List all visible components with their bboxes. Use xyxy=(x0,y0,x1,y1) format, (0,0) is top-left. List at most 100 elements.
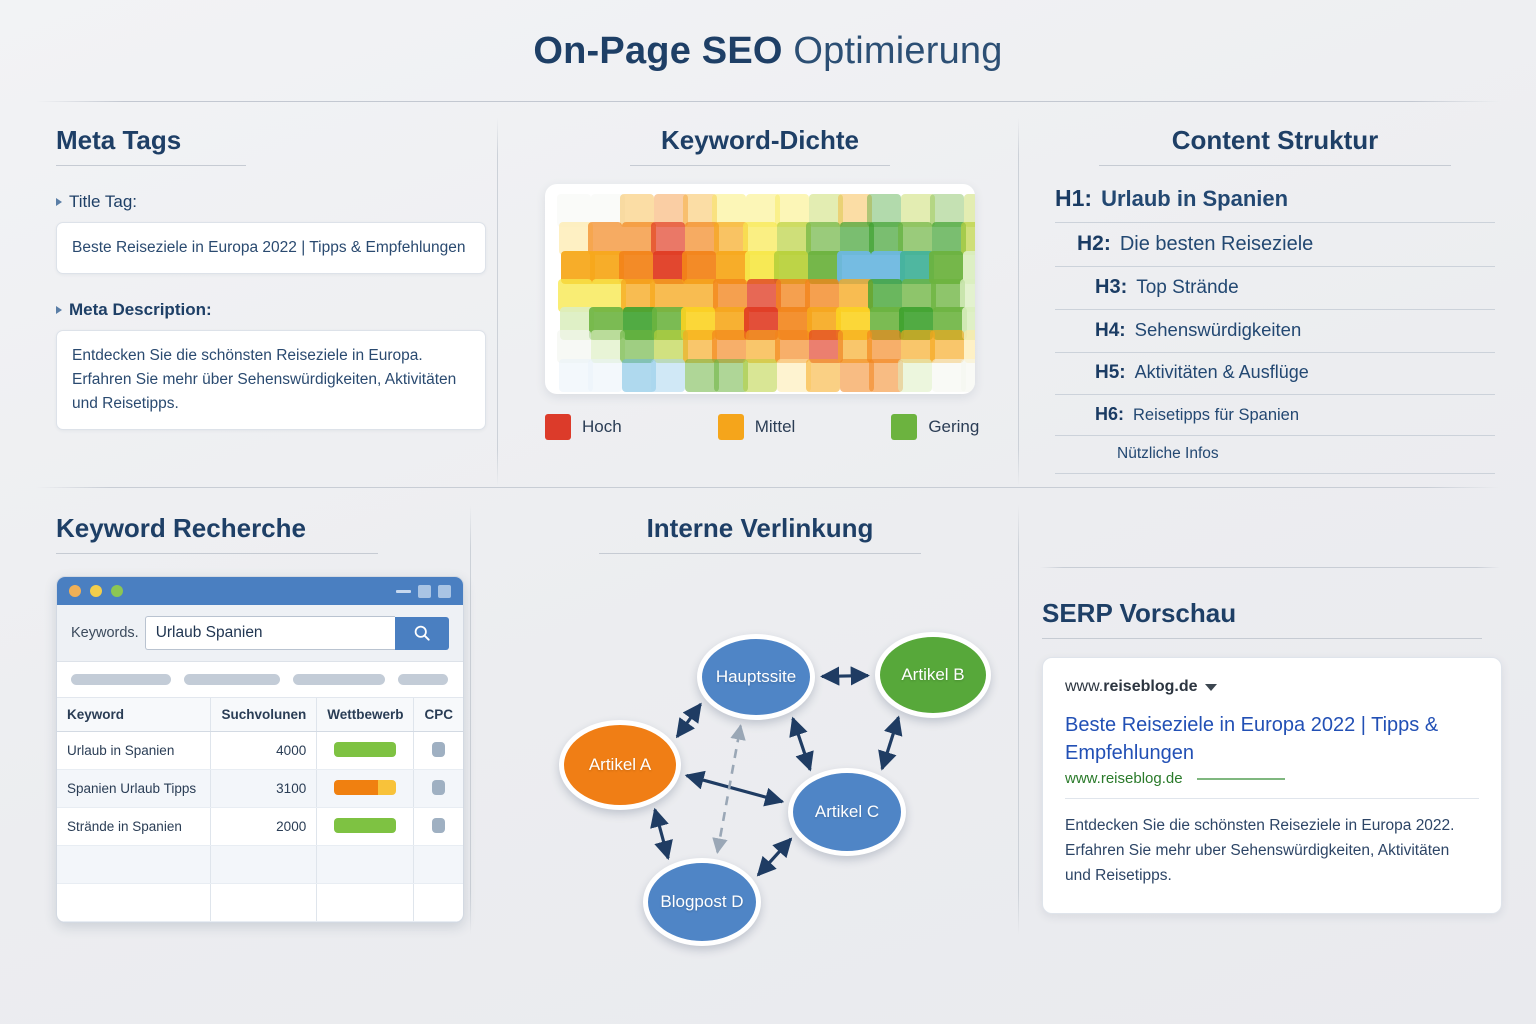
column-header: Wettbewerb xyxy=(316,698,415,732)
heatmap-cell xyxy=(838,330,872,364)
heading-text: Top Strände xyxy=(1136,277,1239,298)
window-controls[interactable] xyxy=(396,584,451,598)
heatmap-cell xyxy=(712,330,746,364)
keyword-research-heading: Keyword Recherche xyxy=(56,513,306,543)
heatmap-cell xyxy=(932,358,966,392)
cell-keyword: Urlaub in Spanien xyxy=(57,731,212,770)
title-light: Optimierung xyxy=(782,30,1003,72)
serp-preview-section: SERP Vorschau www.reiseblog.de Beste Rei… xyxy=(1042,598,1502,914)
graph-edge xyxy=(675,702,702,739)
heatmap-cell xyxy=(808,250,842,284)
graph-edge xyxy=(756,837,793,877)
heading-text: Nützliche Infos xyxy=(1117,445,1219,462)
title-tag-label-row: Title Tag: xyxy=(56,192,486,212)
heatmap-cell xyxy=(683,194,717,227)
table-row[interactable] xyxy=(57,845,463,884)
window-dot[interactable] xyxy=(69,585,81,597)
cell-competition xyxy=(316,807,415,846)
minimize-icon[interactable] xyxy=(396,589,411,593)
heatmap-cell xyxy=(559,222,593,256)
cell-keyword xyxy=(57,845,212,884)
heatmap-cell xyxy=(838,194,872,227)
heatmap-cell xyxy=(588,222,622,256)
window-titlebar xyxy=(57,577,463,605)
cell-competition xyxy=(316,845,415,884)
cell-competition xyxy=(316,769,415,808)
heatmap-cell xyxy=(901,194,935,227)
cell-competition xyxy=(316,883,415,922)
heatmap-cell xyxy=(561,250,595,284)
placeholder-bar xyxy=(71,674,171,685)
meta-tags-heading: Meta Tags xyxy=(56,125,182,155)
window-dot[interactable] xyxy=(90,585,102,597)
heatmap-cell xyxy=(963,250,975,284)
serp-result-title[interactable]: Beste Reiseziele in Europa 2022 | Tipps … xyxy=(1065,714,1439,764)
heatmap-cell xyxy=(871,250,905,284)
heatmap-cell xyxy=(714,222,748,256)
heading-text: Aktivitäten & Ausflüge xyxy=(1134,362,1309,382)
serp-url-row[interactable]: www.reiseblog.de xyxy=(1065,678,1479,696)
heatmap-cell xyxy=(931,278,965,312)
title-tag-label: Title Tag: xyxy=(69,192,138,211)
serp-display-url: www.reiseblog.de xyxy=(1065,770,1183,788)
meta-description-value[interactable]: Entdecken Sie die schönsten Reiseziele i… xyxy=(56,330,486,431)
cell-keyword: Strände in Spanien xyxy=(57,807,212,846)
heatmap-cell xyxy=(619,250,653,284)
heatmap-cell xyxy=(558,278,592,312)
heatmap-cell xyxy=(745,250,779,284)
maximize-icon[interactable] xyxy=(418,584,431,598)
heatmap-cell xyxy=(747,278,781,312)
heatmap-cell xyxy=(868,278,902,312)
graph-node-artc[interactable]: Artikel C xyxy=(788,768,906,856)
graph-edge xyxy=(878,715,903,771)
graph-node-artb[interactable]: Artikel B xyxy=(875,632,991,718)
serp-display-url-row: www.reiseblog.de xyxy=(1065,770,1479,787)
internal-linking-section: Interne Verlinkung Hauptssite Artikel B Ar… xyxy=(545,513,991,946)
heatmap-cell xyxy=(591,194,625,227)
cpc-indicator xyxy=(432,779,446,795)
column-header: Keyword xyxy=(57,698,212,732)
window-dot[interactable] xyxy=(111,585,123,597)
heatmap-cell xyxy=(746,194,780,227)
heatmap-cell xyxy=(557,330,591,364)
heatmap-cell xyxy=(932,222,966,256)
keyword-search-input[interactable]: Urlaub Spanien xyxy=(144,616,395,650)
bullet-triangle-icon xyxy=(56,198,62,206)
graph-node-haupt[interactable]: Hauptssite xyxy=(697,634,815,720)
link-graph-edges xyxy=(650,666,903,877)
competition-bar xyxy=(334,817,397,833)
keyword-research-section: Keyword Recherche Keywords. Urlaub Spani… xyxy=(56,513,476,923)
heatmap-cell xyxy=(713,278,747,312)
chevron-down-icon[interactable] xyxy=(1205,683,1218,691)
table-row[interactable] xyxy=(57,883,463,922)
heatmap-cell xyxy=(685,222,719,256)
heatmap-cell xyxy=(930,330,964,364)
heading-underline xyxy=(630,165,890,166)
close-icon[interactable] xyxy=(438,584,451,598)
heading-level-tag: H5: xyxy=(1095,362,1126,383)
internal-linking-heading: Interne Verlinkung xyxy=(646,513,874,543)
heatmap-cell xyxy=(716,250,750,284)
col-divider-2 xyxy=(1018,118,1019,486)
graph-node-blogd[interactable]: Blogpost D xyxy=(643,858,761,946)
heatmap-cell xyxy=(805,278,839,312)
cell-search-volume xyxy=(210,845,318,884)
legend-label: Hoch xyxy=(582,417,622,436)
window-traffic-lights[interactable] xyxy=(69,585,123,597)
heatmap-cell xyxy=(809,194,843,227)
heatmap-cell xyxy=(777,222,811,256)
serp-result-card: www.reiseblog.de Beste Reiseziele in Eur… xyxy=(1042,657,1502,914)
title-tag-value[interactable]: Beste Reiseziele in Europa 2022 | Tipps … xyxy=(56,222,486,275)
heading-row: H3:Top Strände xyxy=(1055,267,1495,310)
meta-description-label-row: Meta Description: xyxy=(56,300,486,320)
search-button[interactable] xyxy=(395,616,449,650)
heatmap-cell xyxy=(620,330,654,364)
graph-node-arta[interactable]: Artikel A xyxy=(559,720,681,810)
title-bold: On-Page SEO xyxy=(533,30,783,72)
